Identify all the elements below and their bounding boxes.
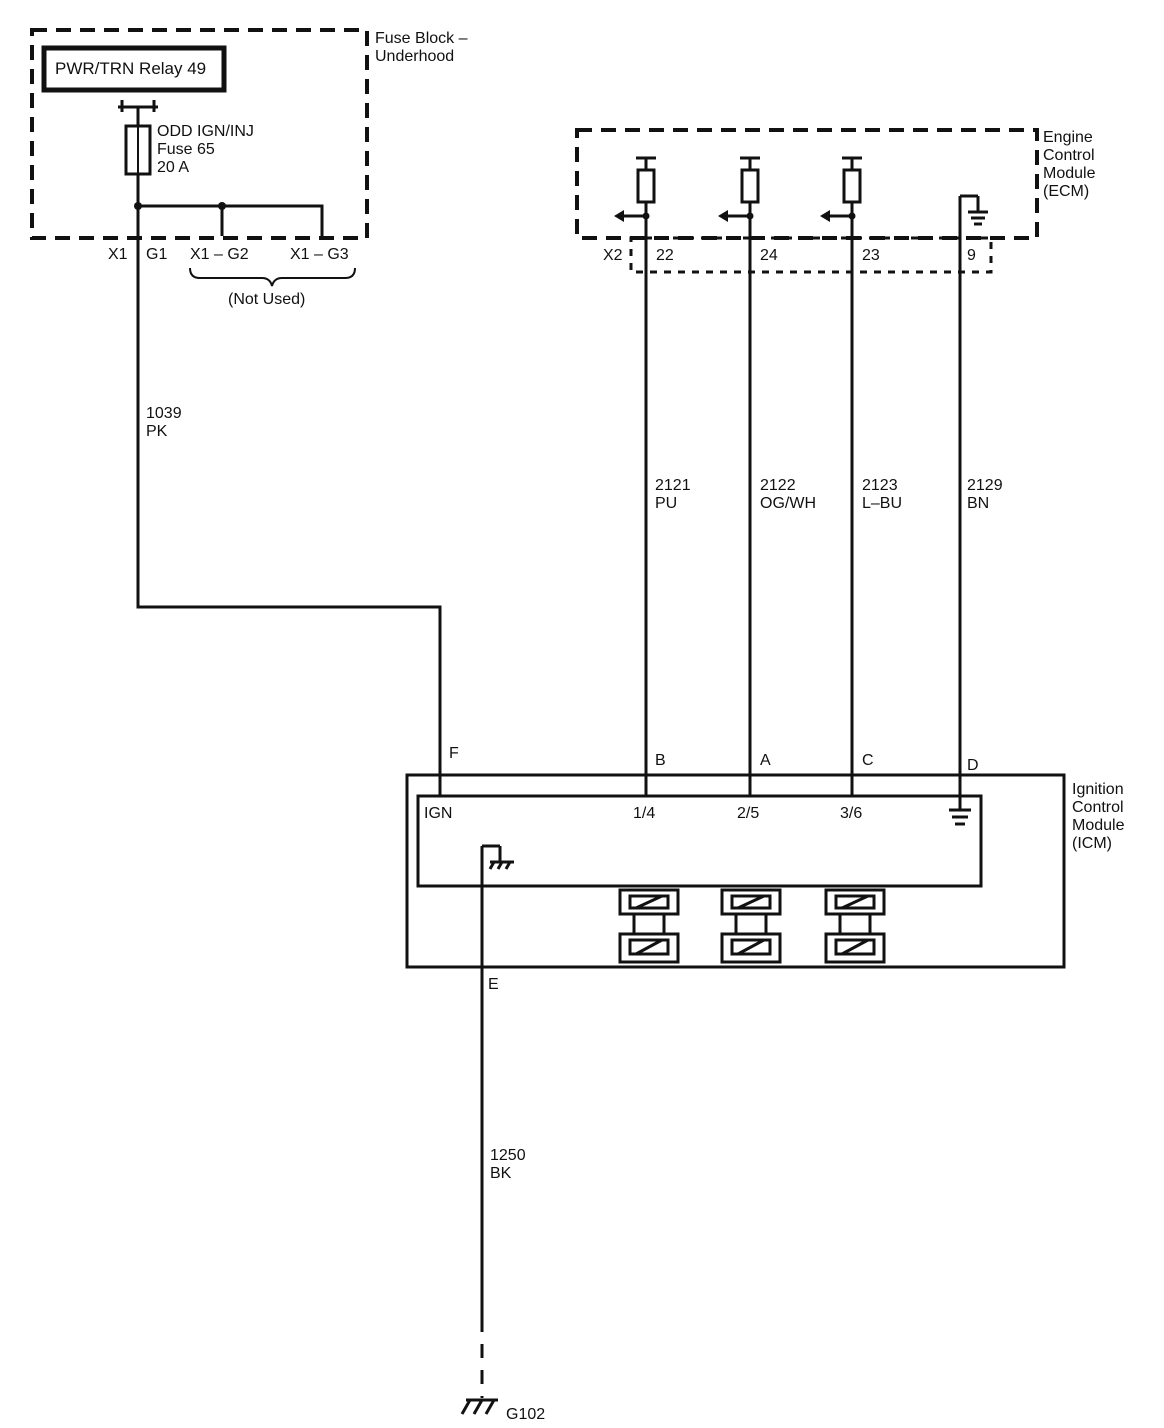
icm-pin-b: B [655,752,666,769]
fuse-block-boundary [30,28,369,240]
relay-label: PWR/TRN Relay 49 [55,59,206,78]
ecm-title-2: Control [1043,147,1095,164]
icm-pin-c: C [862,752,874,769]
ignition-coil-3-icon [824,888,886,964]
wire-1039-circuit: 1039 [146,405,182,422]
icm-pin-e: E [488,976,499,993]
ecm-pin-24: 24 [760,247,778,264]
wire-1250-color: BK [490,1165,512,1182]
ignition-coil-2-icon [720,888,782,964]
wire-2122-circuit: 2122 [760,477,796,494]
wire-2121-color: PU [655,495,677,512]
ecm-title-4: (ECM) [1043,183,1089,200]
splice-dot [218,202,226,210]
fuse-number: Fuse 65 [157,141,215,158]
ecm-driver-22-icon [614,156,656,222]
ecm-connector-x2 [629,236,993,274]
pin-g2: X1 – G2 [190,246,249,263]
wire-2129-circuit: 2129 [967,477,1003,494]
icm-title-4: (ICM) [1072,835,1112,852]
wire-2123-color: L–BU [862,495,902,512]
ecm-pin-22: 22 [656,247,674,264]
not-used-label: (Not Used) [228,291,305,308]
fuse-bus [138,204,324,236]
fuse-name: ODD IGN/INJ [157,123,254,140]
icm-inner-box [416,794,983,888]
icm-terminal-1-4: 1/4 [633,805,655,822]
ecm-pin-23: 23 [862,247,880,264]
not-used-brace [189,267,356,287]
icm-title-3: Module [1072,817,1125,834]
wire-1039-color: PK [146,423,168,440]
chassis-ground-icon [482,844,514,870]
relay-box [41,45,227,93]
fuse-block-connector: X1 [108,246,128,263]
icm: Ignition Control Module (ICM) F B A C D … [405,745,1125,993]
junction-dot [746,212,754,220]
icm-title-2: Control [1072,799,1124,816]
ecm: Engine Control Module (ECM) [575,128,1096,274]
ecm-title-3: Module [1043,165,1096,182]
ecm-title-1: Engine [1043,129,1093,146]
ground-g102-icon [460,1398,498,1415]
ecm-driver-23-icon [820,156,862,222]
ground-label: G102 [506,1406,545,1423]
wire-2129-color: BN [967,495,989,512]
fuse-block-title-1: Fuse Block – [375,30,468,47]
ignition-coil-1-icon [618,888,680,964]
wire-2123-circuit: 2123 [862,477,898,494]
icm-terminal-2-5: 2/5 [737,805,759,822]
junction-dot [642,212,650,220]
icm-pin-a: A [760,752,771,769]
ecm-driver-24-icon [718,156,760,222]
icm-terminal-ign: IGN [424,805,452,822]
junction-dot [848,212,856,220]
wire-1250-circuit: 1250 [490,1147,526,1164]
ecm-boundary [575,128,1039,240]
icm-pin-f: F [449,745,459,762]
pin-g1: G1 [146,246,167,263]
relay-contact-icon [118,100,158,126]
fuse-block: Fuse Block – Underhood PWR/TRN Relay 49 … [30,28,468,308]
fuse-rating: 20 A [157,159,189,176]
wire-2121-circuit: 2121 [655,477,691,494]
wire-2122-color: OG/WH [760,495,816,512]
icm-title-1: Ignition [1072,781,1124,798]
splice-dot [134,202,142,210]
icm-pin-d: D [967,757,979,774]
pin-g3: X1 – G3 [290,246,349,263]
ecm-pin-9: 9 [967,247,976,264]
icm-ground-icon [949,796,971,826]
wire-1039 [136,236,442,796]
wires [136,196,962,796]
icm-outer-box [405,773,1066,969]
icm-terminal-3-6: 3/6 [840,805,862,822]
fuse-block-title-2: Underhood [375,48,454,65]
ecm-ground-icon [960,194,988,226]
ecm-connector-label: X2 [603,247,623,264]
